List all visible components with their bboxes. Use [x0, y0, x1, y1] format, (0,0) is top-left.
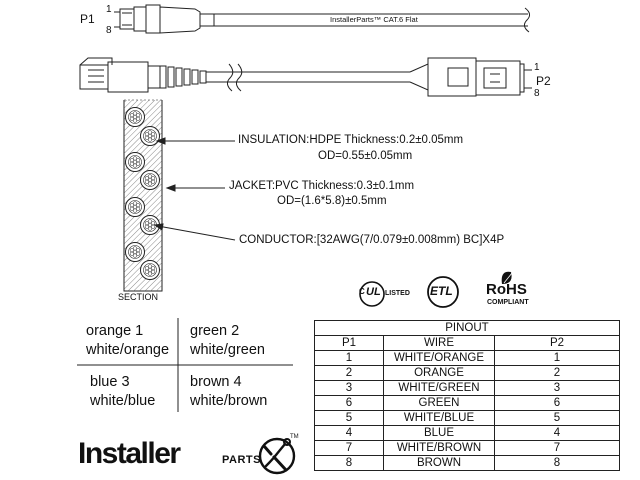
pair-3-number: blue 3	[90, 374, 130, 390]
pinout-p1-cell: 7	[314, 440, 384, 456]
pinout-wire-cell: WHITE/BLUE	[383, 410, 495, 426]
pinout-p1-cell: 8	[314, 455, 384, 471]
cable-top	[214, 7, 531, 33]
pair-1-stripe: white/orange	[86, 342, 170, 358]
pinout-p1-cell: 3	[314, 380, 384, 396]
pinout-wire-cell: WHITE/GREEN	[383, 380, 495, 396]
table-row: 8 BROWN 8	[314, 455, 620, 471]
pinout-p1-cell: 1	[314, 350, 384, 366]
pinout-title-row: PINOUT	[314, 320, 620, 336]
pinout-p2-cell: 1	[494, 350, 620, 366]
jacket-spec-line1: JACKET:PVC Thickness:0.3±0.1mm	[229, 180, 415, 192]
plug-left-side	[79, 57, 207, 93]
table-row: 1 WHITE/ORANGE 1	[314, 350, 620, 366]
table-row: 6 GREEN 6	[314, 395, 620, 411]
pinout-p2-cell: 3	[494, 380, 620, 396]
table-row: 7 WHITE/BROWN 7	[314, 440, 620, 456]
etl-logo	[427, 276, 459, 308]
pair-2-stripe: white/green	[190, 342, 265, 358]
pinout-wire-cell: BROWN	[383, 455, 495, 471]
pinout-header-row: P1 WIRE P2	[314, 335, 620, 351]
p1-pin-last: 8	[106, 25, 112, 36]
pair-1-number: orange 1	[86, 323, 144, 339]
pinout-table: PINOUT P1 WIRE P2 1 WHITE/ORANGE 1 2 ORA…	[314, 320, 620, 471]
table-row: 5 WHITE/BLUE 5	[314, 410, 620, 426]
p2-label: P2	[536, 74, 551, 88]
pinout-wire-cell: ORANGE	[383, 365, 495, 381]
parts-logo-text: PARTS	[222, 454, 261, 466]
table-row: 3 WHITE/GREEN 3	[314, 380, 620, 396]
pair-4-stripe: white/brown	[190, 393, 268, 409]
pinout-wire-cell: GREEN	[383, 395, 495, 411]
pinout-p1-cell: 4	[314, 425, 384, 441]
pinout-p2-cell: 8	[494, 455, 620, 471]
insulation-spec-line1: INSULATION:HDPE Thickness:0.2±0.05mm	[238, 134, 464, 146]
trademark-mark: TM	[290, 434, 299, 440]
ul-c-mark: C	[359, 287, 365, 296]
pair-3-stripe: white/blue	[90, 393, 156, 409]
pinout-p2-cell: 2	[494, 365, 620, 381]
pair-4-number: brown 4	[190, 374, 242, 390]
pinout-p2-cell: 4	[494, 425, 620, 441]
pinout-header-wire: WIRE	[383, 335, 495, 351]
pinout-wire-cell: WHITE/BROWN	[383, 440, 495, 456]
rohs-compliant-text: COMPLIANT	[487, 299, 529, 306]
pinout-p1-cell: 6	[314, 395, 384, 411]
jacket-spec-line2: OD=(1.6*5.8)±0.5mm	[277, 195, 387, 207]
section-label: SECTION	[118, 292, 159, 302]
plug-p1-top	[119, 4, 215, 34]
pinout-p2-cell: 6	[494, 395, 620, 411]
plug-p2-side	[409, 57, 525, 97]
color-table-grid	[77, 318, 293, 412]
ul-listed-text: LISTED	[385, 290, 410, 297]
ul-listed-logo	[359, 281, 385, 307]
cable-side	[206, 63, 410, 92]
leader-arrows	[153, 137, 236, 241]
pinout-p1-cell: 5	[314, 410, 384, 426]
pinout-header-p1: P1	[314, 335, 384, 351]
installer-parts-emblem-icon	[258, 437, 296, 475]
insulation-spec-line2: OD=0.55±0.05mm	[318, 150, 413, 162]
pinout-title: PINOUT	[314, 320, 620, 336]
cable-section	[123, 99, 163, 292]
pinout-p1-cell: 2	[314, 365, 384, 381]
ul-mark: UL	[366, 286, 381, 298]
pinout-wire-cell: BLUE	[383, 425, 495, 441]
pinout-wire-cell: WHITE/ORANGE	[383, 350, 495, 366]
pair-2-number: green 2	[190, 323, 240, 339]
p1-label: P1	[80, 12, 95, 26]
table-row: 2 ORANGE 2	[314, 365, 620, 381]
pinout-p2-cell: 5	[494, 410, 620, 426]
pinout-header-p2: P2	[494, 335, 620, 351]
pinout-p2-cell: 7	[494, 440, 620, 456]
p1-pin-first: 1	[106, 4, 112, 15]
conductor-spec: CONDUCTOR:[32AWG(7/0.079±0.008mm) BC]X4P	[239, 234, 505, 246]
cable-brand-label: InstallerParts™ CAT.6 Flat	[330, 15, 418, 24]
p2-pin-last: 8	[534, 88, 540, 99]
installer-logo-text: Installer	[78, 437, 181, 470]
rohs-mark: RoHS	[486, 281, 527, 298]
table-row: 4 BLUE 4	[314, 425, 620, 441]
rohs-leaf-icon	[501, 271, 513, 284]
etl-mark: ETL	[430, 284, 453, 298]
p2-pin-first: 1	[534, 62, 540, 73]
